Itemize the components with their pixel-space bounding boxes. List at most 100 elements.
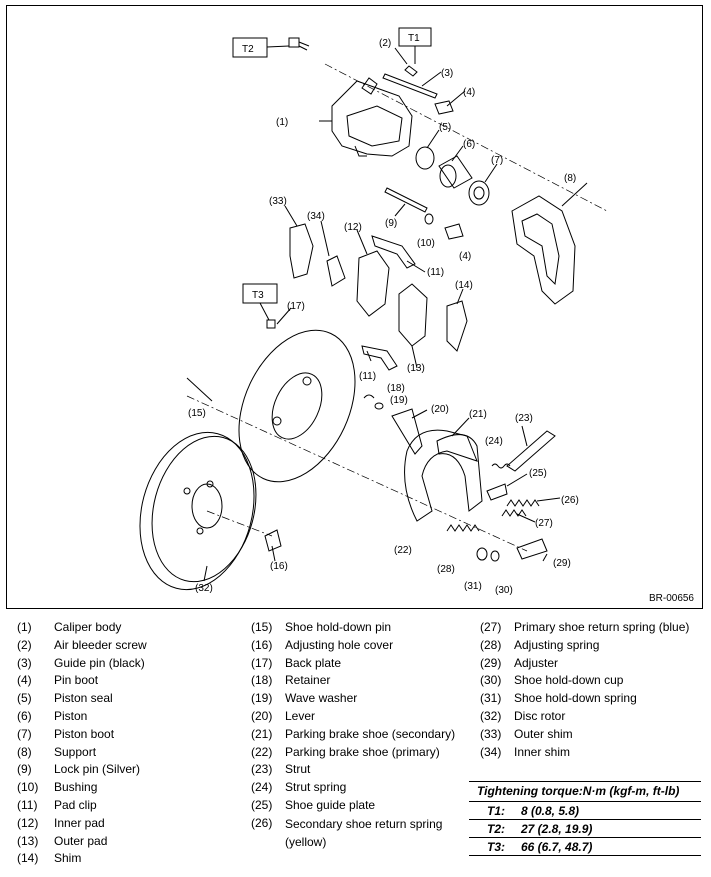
- legend-item-label: Support: [54, 744, 97, 759]
- callout-3: (3): [441, 68, 453, 79]
- legend-item-number: (32): [480, 708, 502, 723]
- callout-11b: (11): [359, 371, 376, 382]
- legend-item-number: (22): [251, 744, 273, 759]
- legend-item-number: (23): [251, 762, 273, 777]
- callout-6: (6): [463, 139, 475, 150]
- legend-item-number: (34): [480, 744, 502, 759]
- callout-28: (28): [437, 564, 455, 575]
- legend-item-label: Bushing: [54, 780, 98, 795]
- callout-4b: (4): [459, 251, 471, 262]
- legend-item-label: Parking brake shoe (secondary): [285, 726, 456, 741]
- torque-value: 27 (2.8, 19.9): [521, 822, 593, 836]
- brake-assembly-drawing: T2 T1 T3 (1) (2) (3) (4) (5) (6) (7) (8)…: [139, 27, 608, 596]
- legend-item-number: (28): [480, 637, 502, 652]
- torque-key: T2:: [487, 822, 505, 836]
- legend-item-number: (21): [251, 726, 273, 741]
- callout-33: (33): [269, 196, 287, 207]
- legend-item-number: (15): [251, 620, 273, 634]
- back-plate-drawing: [238, 329, 356, 483]
- callout-23: (23): [515, 413, 533, 424]
- torque-row: T2: 27 (2.8, 19.9): [469, 820, 701, 838]
- callout-1: (1): [276, 117, 288, 128]
- legend-item-label: Piston boot: [54, 726, 115, 741]
- callout-32: (32): [195, 583, 213, 594]
- legend-item-number: (27): [480, 620, 502, 634]
- torque-row: T3: 66 (6.7, 48.7): [469, 838, 701, 856]
- legend-item-number: (9): [17, 762, 32, 777]
- legend-item-label: Caliper body: [54, 620, 122, 634]
- callout-labels: (1) (2) (3) (4) (5) (6) (7) (8) (9) (10)…: [188, 38, 579, 596]
- torque-value: 8 (0.8, 5.8): [521, 804, 580, 818]
- callout-31: (31): [464, 581, 482, 592]
- callout-20: (20): [431, 404, 449, 415]
- callout-16: (16): [270, 561, 288, 572]
- torque-row: T1: 8 (0.8, 5.8): [469, 802, 701, 820]
- legend-item-label: Piston seal: [54, 691, 113, 706]
- callout-5: (5): [439, 122, 451, 133]
- callout-10: (10): [417, 238, 435, 249]
- torque-tag-t2: T2: [232, 37, 268, 58]
- legend-item-number: (2): [17, 637, 32, 652]
- callout-34: (34): [307, 211, 325, 222]
- legend-item-number: (7): [17, 726, 32, 741]
- t2-bolt-icon: [288, 37, 310, 51]
- callout-9: (9): [385, 218, 397, 229]
- callout-18: (18): [387, 383, 405, 394]
- legend-item-number: (14): [17, 851, 39, 866]
- callout-2: (2): [379, 38, 391, 49]
- legend-item-label: Inner shim: [514, 744, 571, 759]
- figure-code: BR-00656: [648, 593, 694, 604]
- torque-table-title: Tightening torque:N·m (kgf-m, ft-lb): [469, 781, 701, 802]
- legend-item-number: (17): [251, 655, 273, 670]
- legend-item-label: Retainer: [285, 673, 331, 688]
- t1-label: T1: [408, 33, 420, 44]
- legend-item-label: Strut: [285, 762, 311, 777]
- callout-25: (25): [529, 468, 547, 479]
- legend-item-number: (30): [480, 673, 502, 688]
- legend-item-label: Wave washer: [285, 691, 358, 706]
- legend-item-number: (18): [251, 673, 273, 688]
- callout-14: (14): [455, 280, 473, 291]
- legend-item-number: (11): [17, 797, 38, 812]
- legend-item-number: (24): [251, 780, 273, 795]
- parking-brake-shoes-drawing: [404, 429, 483, 522]
- legend-item-number: (12): [17, 815, 39, 830]
- legend-item-number: (31): [480, 691, 502, 706]
- legend-item-number: (6): [17, 708, 32, 723]
- callout-22: (22): [394, 545, 412, 556]
- disc-rotor-drawing: [139, 431, 257, 591]
- torque-tag-t1: T1: [398, 27, 432, 47]
- legend-item-number: (13): [17, 833, 39, 848]
- callout-24: (24): [485, 436, 503, 447]
- tightening-torque-table: Tightening torque:N·m (kgf-m, ft-lb) T1:…: [469, 781, 701, 856]
- legend-item-label: Lock pin (Silver): [54, 762, 141, 777]
- legend-item-label: Adjusting hole cover: [285, 637, 394, 652]
- torque-tag-t3: T3: [242, 283, 278, 304]
- legend-item-number: (25): [251, 797, 273, 812]
- legend-item-label: Adjusting spring: [514, 637, 600, 652]
- callout-15: (15): [188, 408, 206, 419]
- callout-30: (30): [495, 585, 513, 596]
- legend-item-label: Outer shim: [514, 726, 573, 741]
- legend-item-number: (16): [251, 637, 273, 652]
- callout-19: (19): [390, 395, 408, 406]
- caliper-body-drawing: [331, 77, 413, 157]
- legend-item-label: Guide pin (black): [54, 655, 145, 670]
- legend-item-number: (29): [480, 655, 502, 670]
- legend-item-number: (8): [17, 744, 32, 759]
- legend-item-number: (33): [480, 726, 502, 741]
- callout-8: (8): [564, 173, 576, 184]
- legend-item-label: Pin boot: [54, 673, 99, 688]
- legend-item-label: Parking brake shoe (primary): [285, 744, 440, 759]
- legend-item-label: Lever: [285, 708, 316, 723]
- callout-27: (27): [535, 518, 553, 529]
- legend-item-label: Back plate: [285, 655, 342, 670]
- torque-key: T3:: [487, 840, 505, 854]
- legend-item-label: Adjuster: [514, 655, 559, 670]
- exploded-view-diagram: T2 T1 T3 (1) (2) (3) (4) (5) (6) (7) (8)…: [6, 5, 703, 609]
- callout-29: (29): [553, 558, 571, 569]
- callout-4: (4): [463, 87, 475, 98]
- legend-item-label: Primary shoe return spring (blue): [514, 620, 690, 634]
- callout-11: (11): [427, 267, 444, 278]
- support-bracket-drawing: [511, 195, 576, 305]
